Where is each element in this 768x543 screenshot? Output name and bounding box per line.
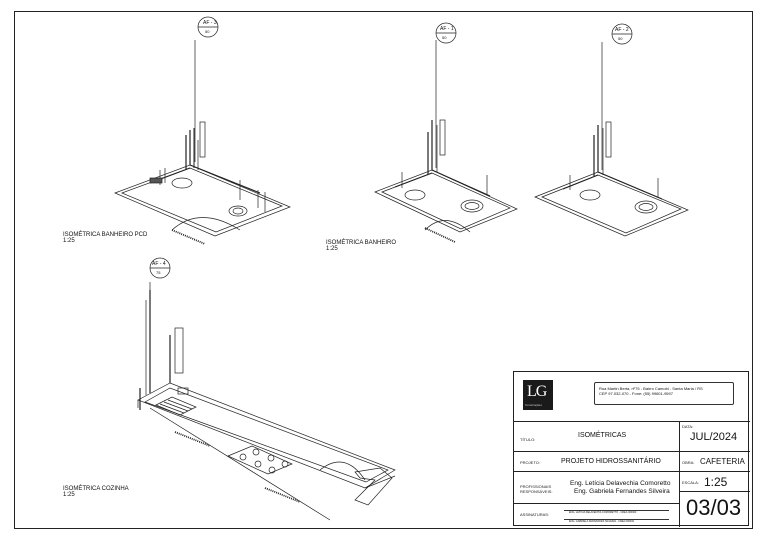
titulo-cell: TÍTULO: ISOMÉTRICAS <box>514 422 680 452</box>
address-line-2: CEP 97.032-070 - Fone: (55) 99601-9597 <box>599 391 673 396</box>
signature-2: ENG. GABRIELA FERNANDES SILVEIRA - CREA … <box>569 520 634 523</box>
assinaturas-cell: ASSINATURAS: ENG. LETÍCIA DELAVECHIA COM… <box>514 504 680 527</box>
signature-line-2 <box>564 519 669 520</box>
data-value: JUL/2024 <box>690 431 738 443</box>
logo-mark: LG <box>527 383 547 400</box>
title-block-header: LG Construções Rua Martin Berta, nº75 - … <box>514 372 750 422</box>
data-label: DATA: <box>682 424 694 429</box>
tag-af1: AF - 1 <box>440 26 454 32</box>
isometric-bathroom-2 <box>534 23 689 237</box>
tag-af2-diameter: 50 <box>618 36 623 41</box>
titulo-label: TÍTULO: <box>520 437 536 442</box>
escala-cell: ESCALA: 1:25 <box>680 472 750 492</box>
tag-af4: AF - 4 <box>152 261 166 267</box>
obra-cell: OBRA: CAFETERIA <box>680 452 750 472</box>
obra-value: CAFETERIA <box>700 457 745 466</box>
isometric-bathroom <box>374 22 518 243</box>
address-line-1: Rua Martin Berta, nº75 - Bairro Camobi -… <box>599 386 703 391</box>
view-title-bathroom-pcd: ISOMÉTRICA BANHEIRO PCD <box>63 232 148 238</box>
data-cell: DATA: JUL/2024 <box>680 422 750 452</box>
signature-line-1 <box>564 510 669 511</box>
view-title-bathroom: ISOMÉTRICA BANHEIRO <box>326 240 397 246</box>
view-scale-bathroom-pcd: 1:25 <box>63 238 75 244</box>
tag-af2: AF - 2 <box>615 27 629 33</box>
tag-af3-diameter: 50 <box>205 29 210 34</box>
projeto-value: PROJETO HIDROSSANITÁRIO <box>561 458 661 465</box>
profissional-1: Eng. Letícia Delavechia Comoretto <box>570 480 671 487</box>
tag-af1-diameter: 50 <box>442 35 447 40</box>
assinaturas-label: ASSINATURAS: <box>520 512 550 517</box>
titulo-value: ISOMÉTRICAS <box>578 432 627 439</box>
escala-label: ESCALA: <box>682 480 699 485</box>
profissionais-label: PROFISSIONAIS RESPONSÁVEIS: <box>520 484 553 494</box>
title-block: LG Construções Rua Martin Berta, nº75 - … <box>513 371 750 527</box>
logo-text: Construções <box>525 403 542 407</box>
tag-af3: AF - 3 <box>203 20 217 26</box>
company-logo: LG Construções <box>523 380 553 410</box>
isometric-kitchen <box>137 257 396 521</box>
view-scale-bathroom: 1:25 <box>326 246 338 252</box>
company-address: Rua Martin Berta, nº75 - Bairro Camobi -… <box>594 382 734 405</box>
tag-af4-diameter: 75 <box>156 270 161 275</box>
obra-label: OBRA: <box>682 460 695 465</box>
folha-cell: 03/03 <box>680 492 750 527</box>
drawing-sheet-border <box>14 11 753 529</box>
escala-value: 1:25 <box>704 475 728 489</box>
folha-value: 03/03 <box>686 495 742 520</box>
isometric-bathroom-pcd <box>114 16 291 245</box>
view-scale-kitchen: 1:25 <box>63 492 75 498</box>
view-title-kitchen: ISOMÉTRICA COZINHA <box>63 486 129 492</box>
signature-1: ENG. LETÍCIA DELAVECHIA COMORETTO - CREA… <box>569 511 637 514</box>
profissional-2: Eng. Gabriela Fernandes Silveira <box>574 488 670 495</box>
projeto-cell: PROJETO: PROJETO HIDROSSANITÁRIO <box>514 452 680 472</box>
projeto-label: PROJETO: <box>520 460 540 465</box>
profissionais-cell: PROFISSIONAIS RESPONSÁVEIS: Eng. Letícia… <box>514 472 680 504</box>
